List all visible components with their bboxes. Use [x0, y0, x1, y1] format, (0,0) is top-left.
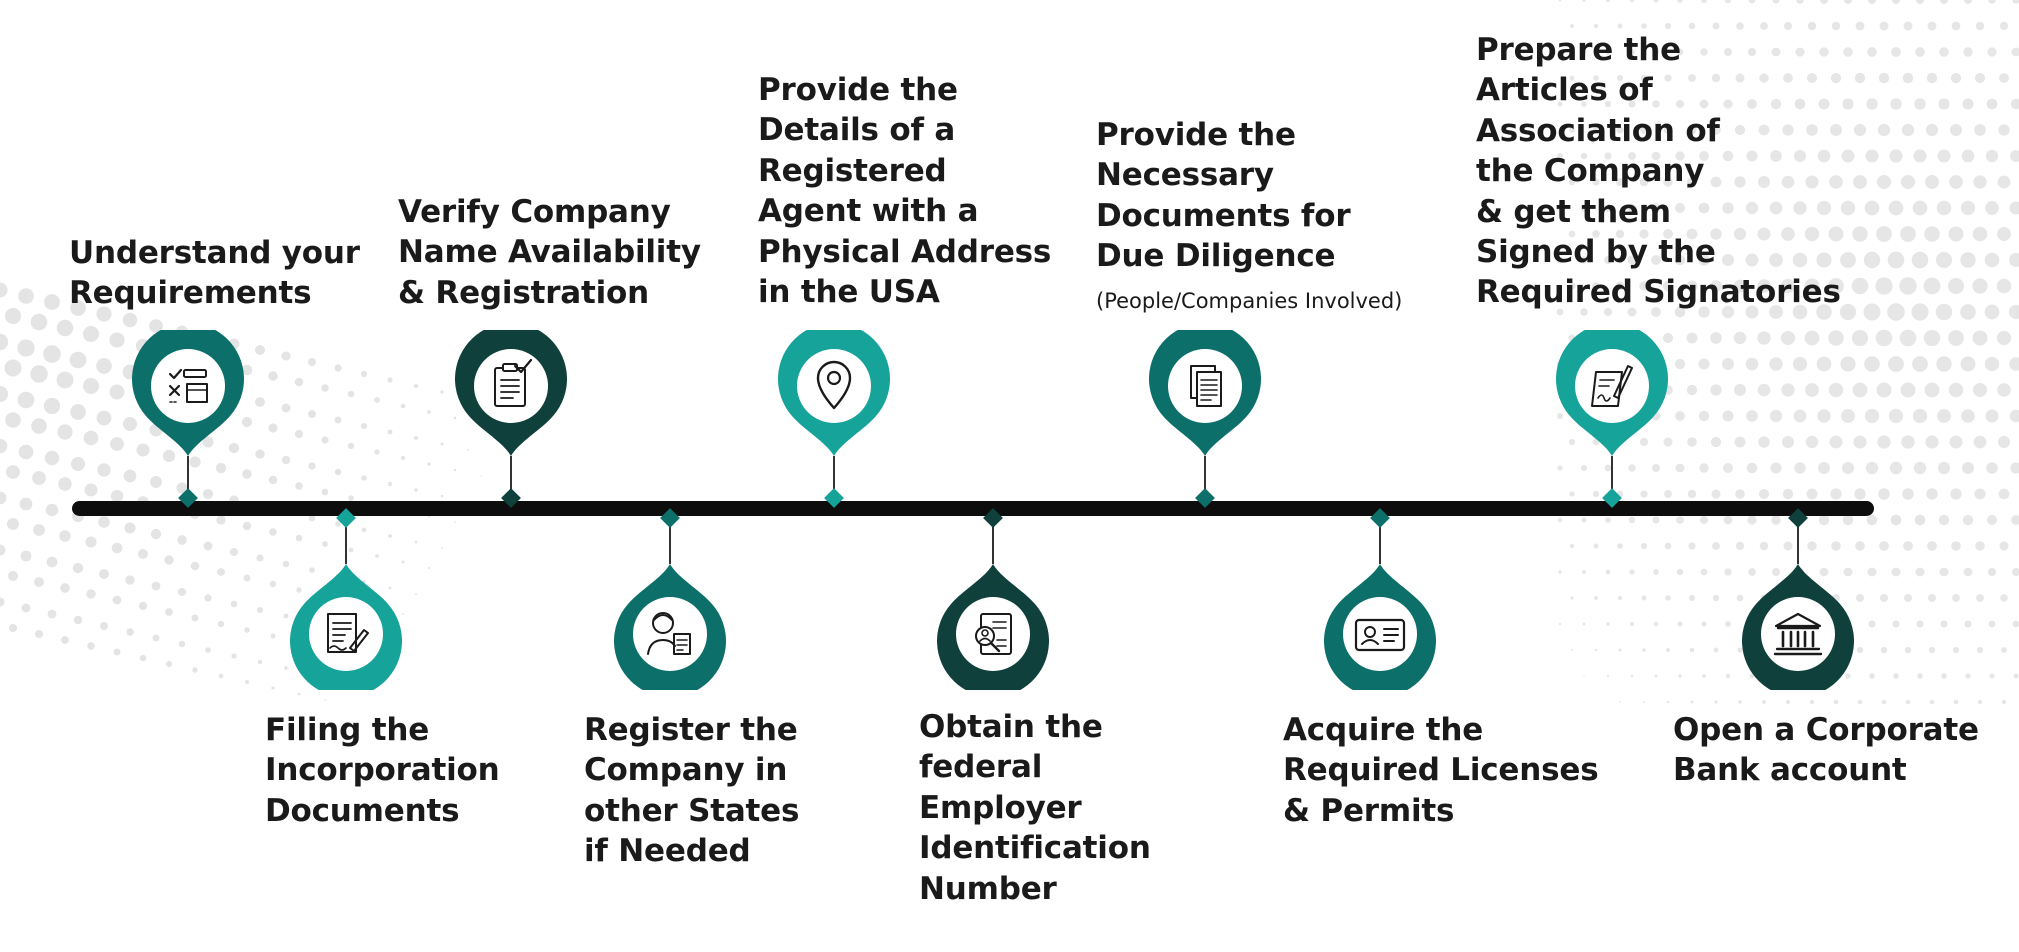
pin-stem	[1379, 520, 1381, 564]
timeline-line	[72, 501, 1874, 516]
pin-stem	[833, 456, 835, 496]
pin-stem	[510, 456, 512, 496]
pin-stem	[1204, 456, 1206, 496]
id-search-icon	[937, 562, 1049, 690]
id-card-icon	[1324, 562, 1436, 690]
pin-stem	[1611, 456, 1613, 496]
person-document-icon	[614, 562, 726, 690]
pin-stem	[187, 456, 189, 496]
documents-icon	[1149, 330, 1261, 458]
pin-stem	[1797, 520, 1799, 564]
clipboard-check-icon	[455, 330, 567, 458]
step-sublabel: (People/Companies Involved)	[1096, 289, 1403, 313]
pin-stem	[992, 520, 994, 564]
pin-stem	[669, 520, 671, 564]
signature-pen-icon	[1556, 330, 1668, 458]
pin-stem	[345, 520, 347, 564]
bank-icon	[1742, 562, 1854, 690]
location-pin-icon	[778, 330, 890, 458]
document-signing-icon	[290, 562, 402, 690]
checklist-box-icon	[132, 330, 244, 458]
